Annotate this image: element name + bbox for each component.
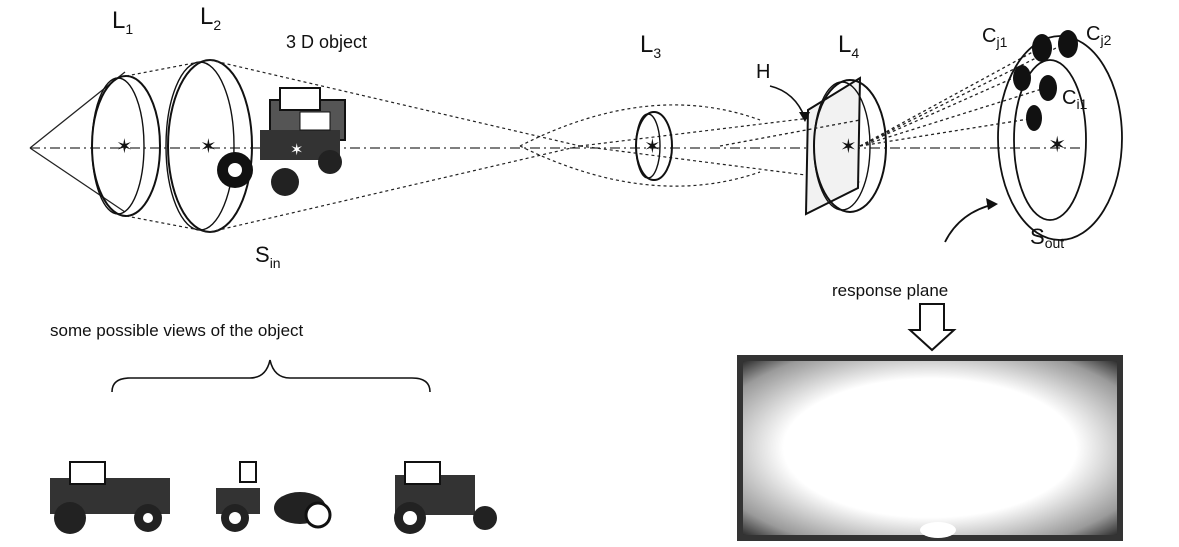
svg-text:✶: ✶ (116, 136, 133, 158)
cj2-label: Cj2 (1086, 23, 1112, 48)
ci1-label: Ci1 (1062, 87, 1088, 112)
s-in-label: Sin (255, 242, 281, 271)
object-label: 3 D object (286, 32, 367, 52)
lens-l1-label: L1 (112, 7, 133, 37)
svg-text:✶: ✶ (290, 142, 303, 159)
beam-envelope (125, 59, 861, 233)
output-plane: ✶ (997, 35, 1123, 241)
lens-l2: ✶ (165, 59, 253, 233)
down-hollow-arrow (907, 303, 957, 352)
lens-l4: ✶ (813, 79, 887, 213)
response-plane-box (737, 355, 1123, 541)
views-brace (111, 359, 431, 393)
tractor-view-1 (50, 461, 170, 534)
cj1-label: Cj1 (982, 25, 1008, 50)
output-rays (719, 41, 1069, 147)
tractor-view-3 (394, 461, 497, 534)
svg-text:✶: ✶ (1048, 132, 1066, 157)
point-source-cone (29, 71, 126, 213)
hologram-label: H (756, 61, 770, 83)
response-arrow-head (986, 198, 998, 210)
lens-l3: ✶ (635, 111, 673, 181)
response-peak-spot (920, 522, 956, 538)
lens-l2-label: L2 (200, 3, 221, 33)
correlation-peaks (1013, 30, 1078, 131)
svg-text:✶: ✶ (840, 136, 857, 158)
hologram-pointer-head (799, 112, 810, 122)
svg-text:✶: ✶ (200, 136, 217, 158)
tractor-view-2 (216, 461, 332, 532)
response-plane-label: response plane (832, 281, 948, 300)
lens-l3-label: L3 (640, 31, 661, 61)
response-arrow (944, 203, 996, 243)
svg-text:✶: ✶ (644, 136, 661, 158)
lens-l4-label: L4 (838, 31, 859, 61)
3d-object-tractor: ✶ (217, 87, 346, 196)
s-out-label: Sout (1030, 224, 1064, 251)
lens-l1: ✶ (91, 75, 161, 217)
views-caption: some possible views of the object (50, 321, 304, 340)
